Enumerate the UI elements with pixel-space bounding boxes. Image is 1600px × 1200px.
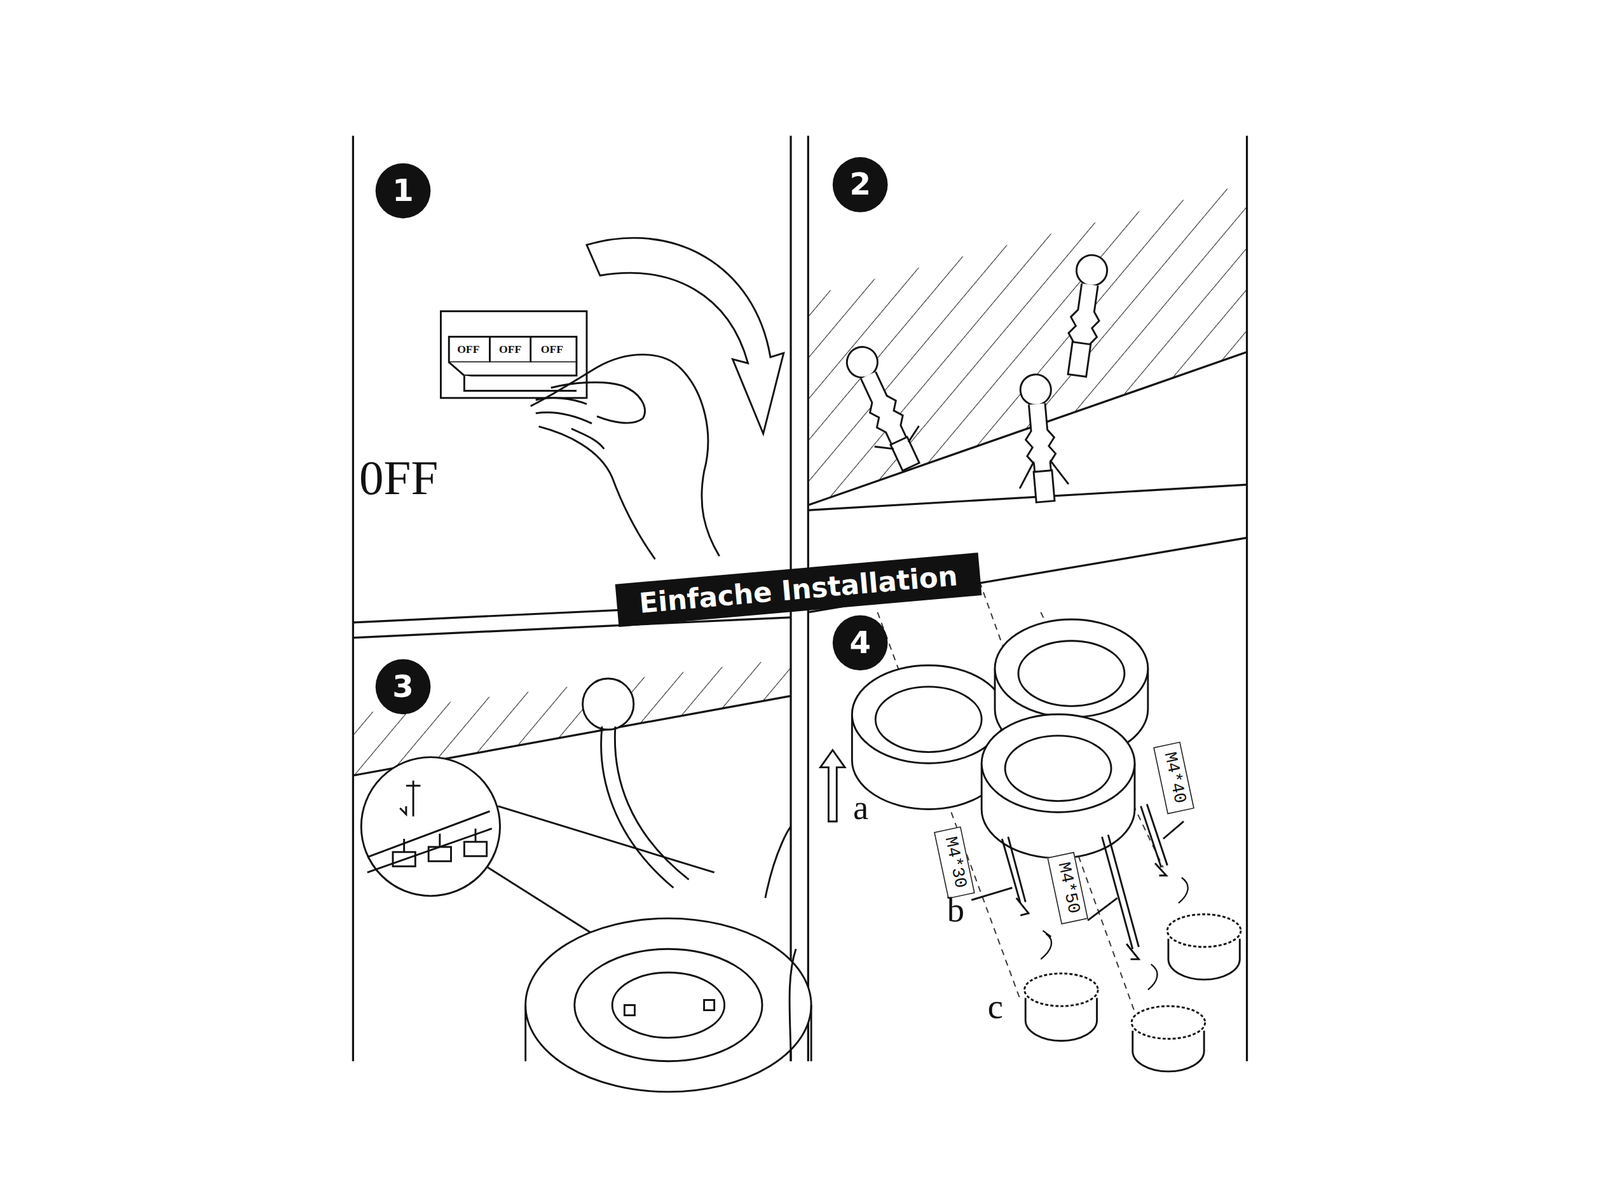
callout-number: 2 [832, 157, 889, 213]
step-number: 1 [392, 175, 414, 206]
off-caption: 0FF [359, 452, 438, 502]
callout-number: 1 [375, 163, 431, 219]
label-text: M4*30 [939, 834, 969, 889]
part-letter: a [853, 790, 869, 826]
switch-label: OFF [456, 343, 482, 356]
screw-size-tag: M4*30 [933, 825, 975, 899]
screw-size-tag: M4*40 [1153, 740, 1194, 814]
part-letter: c [987, 989, 1004, 1025]
part-letter: b [947, 892, 965, 928]
step-number: 3 [392, 671, 414, 702]
label-text: M4*50 [1052, 860, 1082, 915]
label-text: M4*40 [1158, 749, 1189, 805]
callout-number: 3 [375, 659, 431, 715]
title-band: Einfache Installation [614, 552, 982, 628]
step-number: 4 [849, 627, 871, 658]
step-number: 2 [849, 169, 871, 200]
label-text: Einfache Installation [637, 559, 959, 621]
switch-label: OFF [539, 343, 565, 356]
switch-label: OFF [497, 343, 523, 356]
screw-size-tag: M4*50 [1046, 851, 1088, 924]
callout-number: 4 [832, 615, 889, 671]
